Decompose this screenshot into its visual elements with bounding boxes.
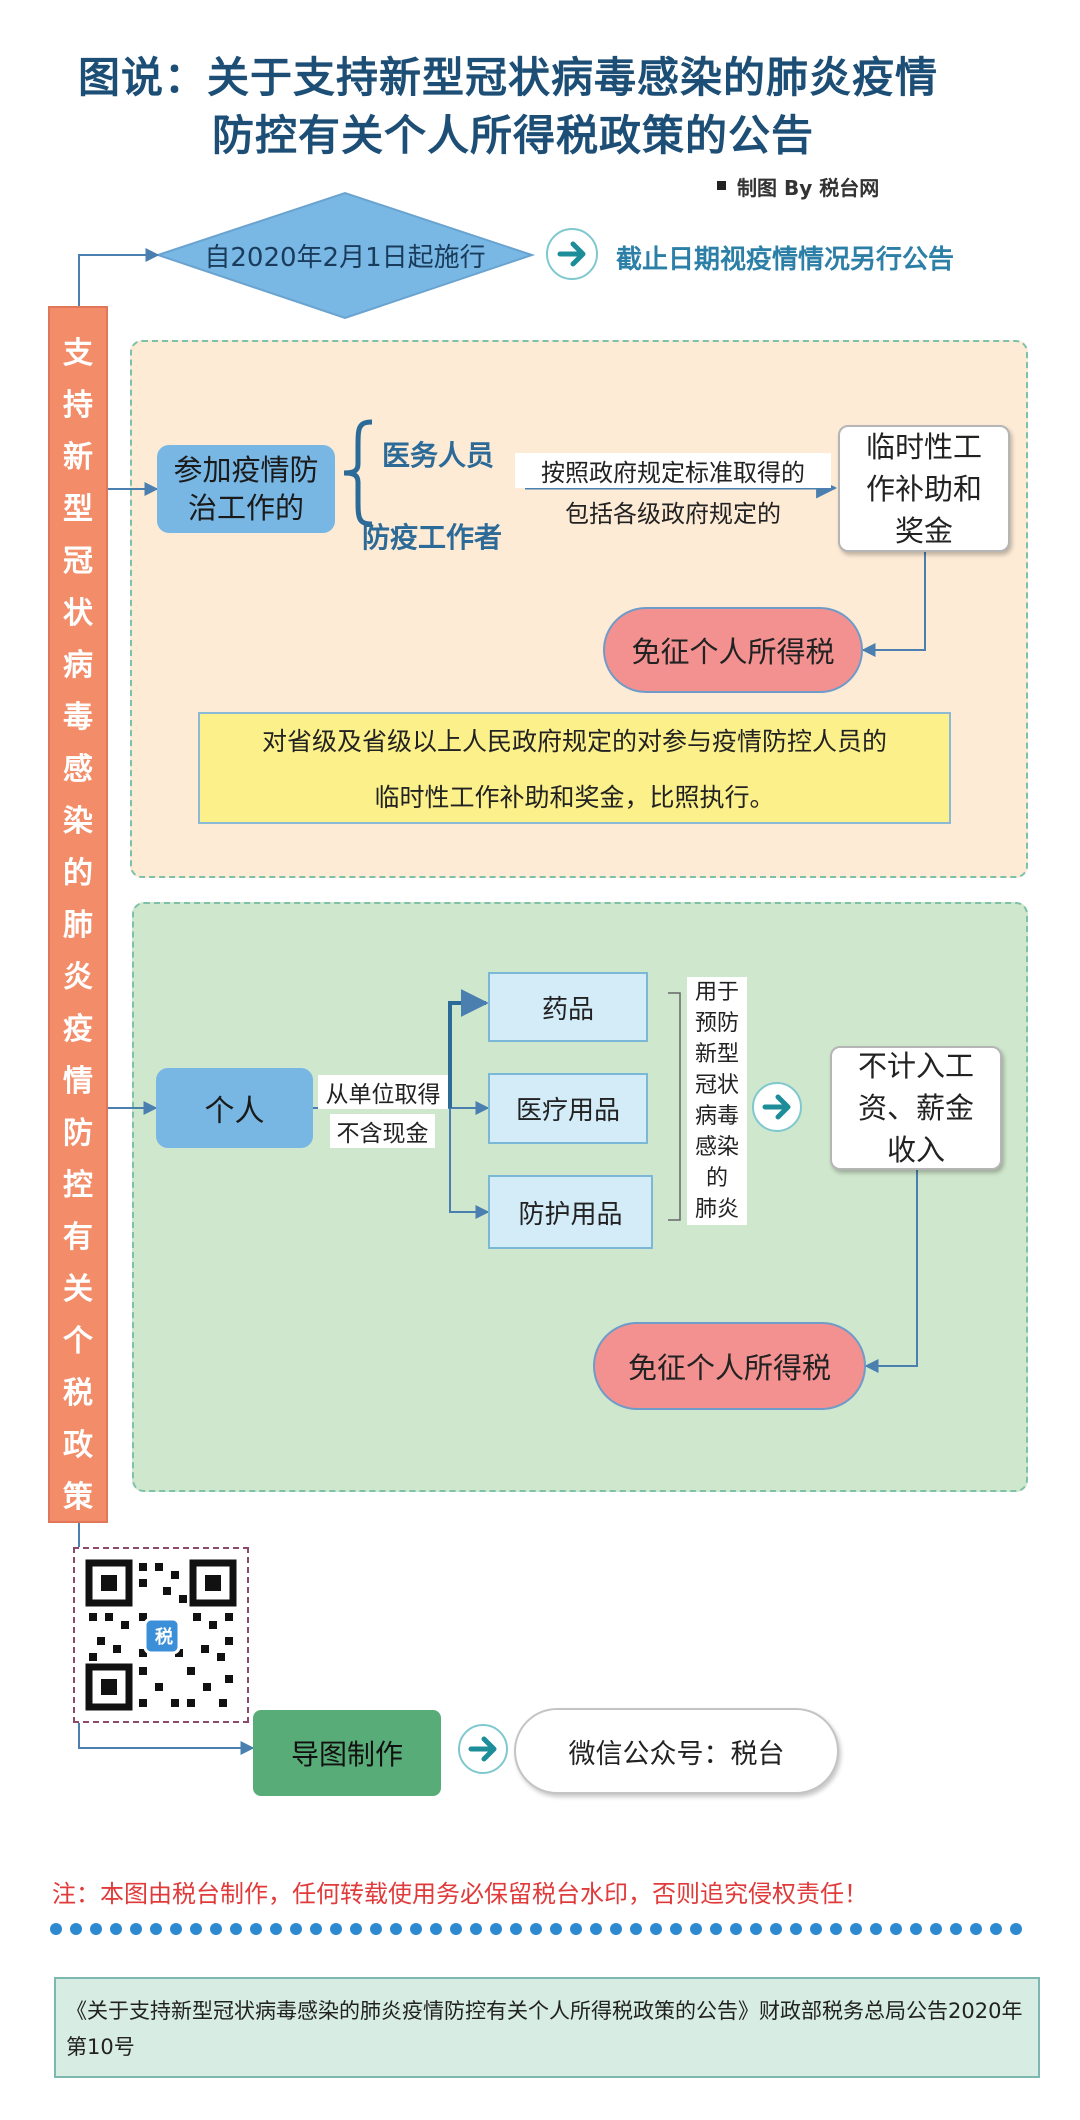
- effective-date-label: 自2020年2月1日起施行: [204, 243, 486, 273]
- side-label-bar: 支 持 新 型 冠 状 病 毒 感 染 的 肺 炎 疫 情 防 控 有 关 个 …: [48, 306, 108, 1523]
- side-char: 持: [63, 388, 93, 423]
- purpose-char: 的: [705, 1166, 728, 1191]
- credit-bullet-icon: [717, 181, 726, 190]
- item-protective-supplies-label: 防护用品: [518, 1199, 623, 1230]
- arrow-right-icon: [752, 1082, 802, 1132]
- item-medicine-label: 药品: [541, 994, 594, 1025]
- purpose-char: 肺炎: [694, 1197, 739, 1222]
- purpose-char: 冠状: [694, 1073, 739, 1098]
- not-salary-box: 不计入工资、薪金收入: [830, 1046, 1002, 1170]
- side-char: 感: [63, 752, 93, 787]
- side-char: 个: [63, 1324, 93, 1359]
- side-char: 新: [63, 440, 93, 475]
- exempt-tax-pill-2: 免征个人所得税: [593, 1322, 866, 1410]
- brace-item-epidemic: 防疫工作者: [362, 521, 503, 554]
- maker-box: 导图制作: [253, 1710, 441, 1796]
- item-medical-supplies-label: 医疗用品: [515, 1096, 620, 1126]
- participant-box-label: 参加疫情防治工作的: [173, 453, 319, 525]
- side-char: 疫: [63, 1012, 93, 1047]
- side-char: 状: [63, 596, 93, 631]
- side-char: 毒: [63, 700, 93, 735]
- item-protective-supplies: 防护用品: [488, 1175, 653, 1249]
- copyright-warning: 注：本图由税台制作，任何转载使用务必保留税台水印，否则追究侵权责任！: [52, 1880, 868, 1908]
- participant-box: 参加疫情防治工作的: [157, 445, 335, 533]
- side-char: 型: [63, 492, 93, 527]
- side-char: 炎: [63, 960, 93, 995]
- dotted-separator: [50, 1923, 1022, 1935]
- qr-code: 税: [73, 1547, 249, 1723]
- individual-box-label: 个人: [204, 1094, 265, 1129]
- deadline-note: 截止日期视疫情情况另行公告: [616, 245, 955, 275]
- wechat-account-label: 微信公众号：税台: [568, 1738, 785, 1770]
- purpose-char: 预防: [694, 1011, 739, 1036]
- side-char: 染: [63, 804, 93, 839]
- not-salary-label: 不计入工资、薪金收入: [857, 1049, 974, 1167]
- provincial-note-line-1: 对省级及省级以上人民政府规定的对参与疫情防控人员的: [261, 727, 887, 756]
- title-line-1: 图说：关于支持新型冠状病毒感染的肺炎疫情: [78, 53, 939, 102]
- side-char: 关: [63, 1272, 93, 1307]
- temp-subsidy-box: 临时性工作补助和奖金: [838, 425, 1010, 552]
- side-char: 肺: [63, 908, 93, 943]
- side-char: 的: [63, 856, 93, 891]
- purpose-char: 病毒: [694, 1104, 739, 1129]
- side-char: 病: [63, 648, 93, 683]
- condition-line-1: 按照政府规定标准取得的: [515, 453, 831, 488]
- condition-line-2: 包括各级政府规定的: [565, 500, 781, 528]
- item-medicine: 药品: [488, 972, 648, 1042]
- side-char: 情: [63, 1064, 93, 1099]
- side-char: 政: [63, 1428, 93, 1463]
- arrow-right-icon: [458, 1724, 508, 1774]
- purpose-char: 新型: [694, 1042, 739, 1067]
- obtain-line-1: 从单位取得: [318, 1075, 448, 1109]
- effective-date-diamond: [154, 191, 536, 320]
- side-char: 有: [63, 1220, 93, 1255]
- temp-subsidy-label: 临时性工作补助和奖金: [865, 429, 982, 548]
- side-char: 策: [63, 1480, 93, 1515]
- brace-item-medical: 医务人员: [382, 439, 495, 472]
- side-char: 控: [63, 1168, 93, 1203]
- individual-box: 个人: [156, 1068, 313, 1148]
- item-medical-supplies: 医疗用品: [488, 1073, 648, 1144]
- maker-box-label: 导图制作: [290, 1738, 403, 1771]
- wechat-account-pill[interactable]: 微信公众号：税台: [514, 1708, 839, 1794]
- exempt-tax-label-2: 免征个人所得税: [627, 1351, 831, 1385]
- purpose-char: 感染: [694, 1135, 739, 1160]
- source-note-text: 《关于支持新型冠状病毒感染的肺炎疫情防控有关个人所得税政策的公告》财政部税务总局…: [66, 1999, 1023, 2059]
- obtain-line-2: 不含现金: [330, 1114, 435, 1148]
- exempt-tax-pill-1: 免征个人所得税: [603, 607, 863, 693]
- qr-center-logo: 税: [155, 1627, 173, 1648]
- title-line-2: 防控有关个人所得税政策的公告: [212, 111, 815, 160]
- brace-icon: [343, 419, 373, 527]
- side-char: 防: [63, 1116, 93, 1151]
- side-char: 支: [63, 336, 93, 371]
- provincial-note-line-2: 临时性工作补助和奖金，比照执行。: [374, 783, 775, 812]
- side-char: 冠: [63, 544, 93, 579]
- arrow-right-icon: [546, 228, 598, 280]
- side-char: 税: [63, 1376, 93, 1411]
- credit: 制图 By 税台网: [737, 176, 880, 200]
- source-note: 《关于支持新型冠状病毒感染的肺炎疫情防控有关个人所得税政策的公告》财政部税务总局…: [54, 1977, 1040, 2078]
- provincial-note: 对省级及省级以上人民政府规定的对参与疫情防控人员的 临时性工作补助和奖金，比照执…: [198, 712, 951, 824]
- purpose-char: 用于: [694, 980, 739, 1005]
- qr-pattern: [85, 1559, 237, 1711]
- exempt-tax-label-1: 免征个人所得税: [631, 635, 835, 669]
- purpose-text: 用于 预防 新型 冠状 病毒 感染 的 肺炎: [687, 977, 747, 1225]
